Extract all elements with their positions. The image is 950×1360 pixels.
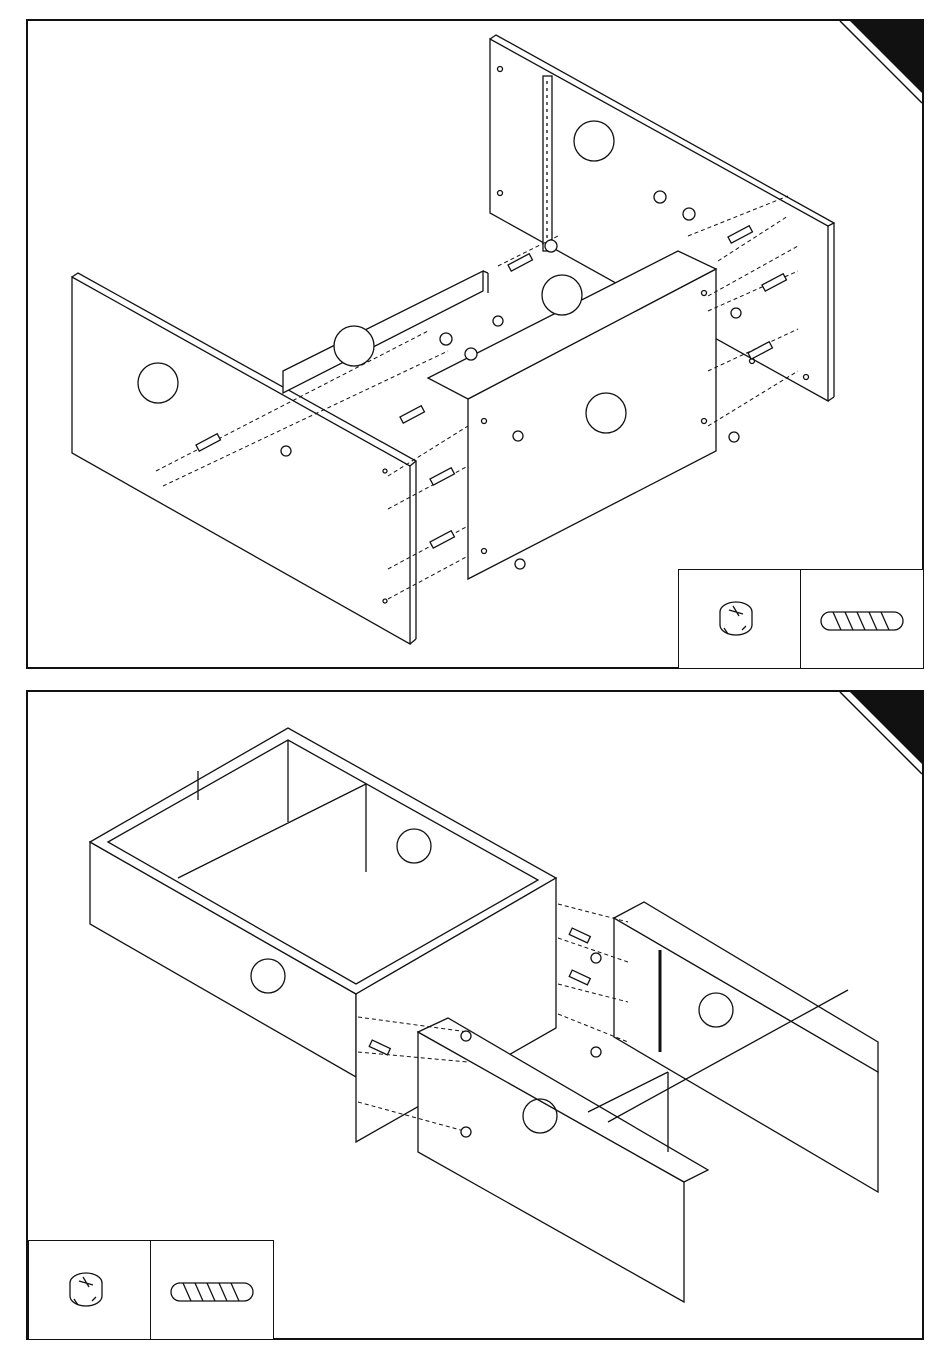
hardware-legend	[678, 569, 924, 669]
cam-lock-icon	[29, 1241, 151, 1341]
center-panel	[428, 251, 716, 579]
hardware-cam-lock	[29, 1241, 151, 1339]
wood-dowel-icon	[801, 570, 925, 670]
cam-lock-icon	[679, 570, 801, 670]
corner-tab	[840, 21, 922, 103]
hardware-dowel	[151, 1241, 275, 1339]
hardware-legend	[28, 1240, 274, 1340]
number-circle	[334, 326, 374, 366]
step-2-panel	[26, 690, 924, 1340]
corner-tab	[840, 692, 922, 774]
hardware-cam-lock	[679, 570, 801, 668]
wood-dowel-icon	[151, 1241, 275, 1341]
step-1-panel	[26, 19, 924, 669]
number-circle	[542, 275, 582, 315]
hardware-dowel	[801, 570, 925, 668]
